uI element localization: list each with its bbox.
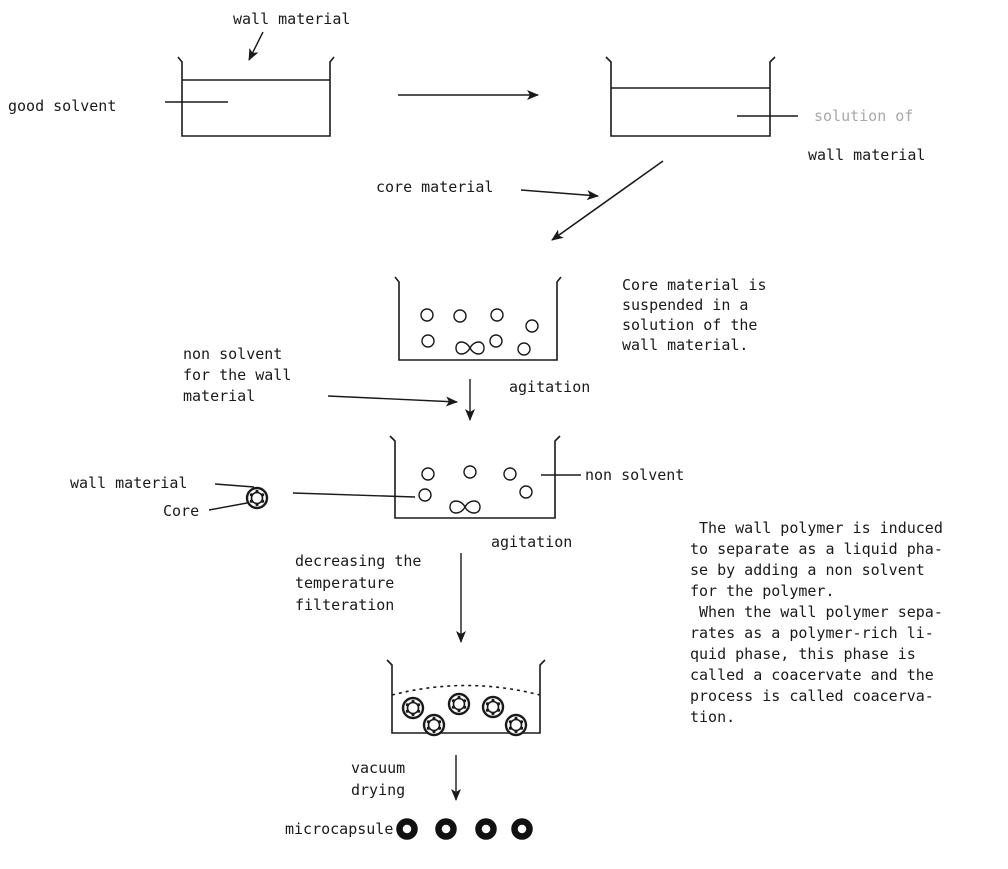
note-coacervation-line-4: for the polymer. (690, 582, 835, 600)
note-coacervation-line-9: process is called coacerva- (690, 687, 934, 705)
microcapsule-2 (435, 818, 457, 840)
label-core-legend: Core (163, 502, 199, 520)
microcapsule-1 (396, 818, 418, 840)
note-coacervation-line-5: When the wall polymer sepa- (690, 603, 943, 621)
label-solution-of: solution of (814, 107, 913, 125)
microcapsule-4 (511, 818, 533, 840)
label-non-solvent-line-2: for the wall (183, 366, 291, 384)
note-coacervation-line-6: rates as a polymer-rich li- (690, 624, 934, 642)
label-core-material: core material (376, 178, 493, 196)
note-suspension-line-3: solution of the (622, 316, 757, 334)
label-step-drying-line-2: drying (351, 781, 405, 799)
microcapsule-legend-icon (245, 486, 269, 510)
beaker-coacervate (386, 659, 546, 734)
label-non-solvent-line-3: material (183, 387, 255, 405)
note-coacervation-line-3: se by adding a non solvent (690, 561, 925, 579)
capsule-in-beaker-5 (504, 713, 528, 737)
label-step-cooling-line-1: decreasing the (295, 552, 421, 570)
note-coacervation-line-7: quid phase, this phase is (690, 645, 916, 663)
label-step-cooling-line-3: filteration (295, 596, 394, 614)
label-non-solvent: non solvent (585, 466, 684, 484)
pointer-wall-material-legend (214, 483, 255, 488)
label-wall-material-legend: wall material (70, 474, 187, 492)
pointer-core-legend (208, 502, 248, 511)
pointer-capsule-in-beaker (292, 492, 416, 498)
beaker-good-solvent (177, 56, 335, 137)
note-suspension-line-2: suspended in a (622, 296, 748, 314)
arrow-wall-material-top (248, 31, 264, 61)
note-suspension-line-4: wall material. (622, 336, 748, 354)
label-step-drying-line-1: vacuum (351, 759, 405, 777)
note-coacervation-line-2: to separate as a liquid pha- (690, 540, 943, 558)
beaker-suspension (394, 276, 562, 361)
label-agitation-1: agitation (509, 378, 590, 396)
capsule-in-beaker-3 (481, 695, 505, 719)
label-agitation-2: agitation (491, 533, 572, 551)
capsule-in-beaker-1 (401, 696, 425, 720)
microcapsule-3 (475, 818, 497, 840)
note-coacervation-line-8: called a coacervate and the (690, 666, 934, 684)
label-wall-material-top: wall material (233, 10, 350, 28)
beaker-non-solvent (389, 435, 561, 519)
note-suspension-line-1: Core material is (622, 276, 767, 294)
label-microcapsule: microcapsule (285, 820, 393, 838)
capsule-in-beaker-4 (422, 713, 446, 737)
arrow-to-suspension (551, 160, 664, 241)
label-good-solvent: good solvent (8, 97, 116, 115)
arrow-add-non-solvent (327, 395, 458, 407)
label-non-solvent-line-1: non solvent (183, 345, 282, 363)
arrow-core-material (520, 189, 599, 201)
beaker-wall-solution (605, 56, 776, 137)
label-wall-material-right: wall material (808, 146, 925, 164)
note-coacervation-line-1: The wall polymer is induced (690, 519, 943, 537)
label-step-cooling-line-2: temperature (295, 574, 394, 592)
note-coacervation-line-10: tion. (690, 708, 735, 726)
capsule-in-beaker-2 (447, 692, 471, 716)
